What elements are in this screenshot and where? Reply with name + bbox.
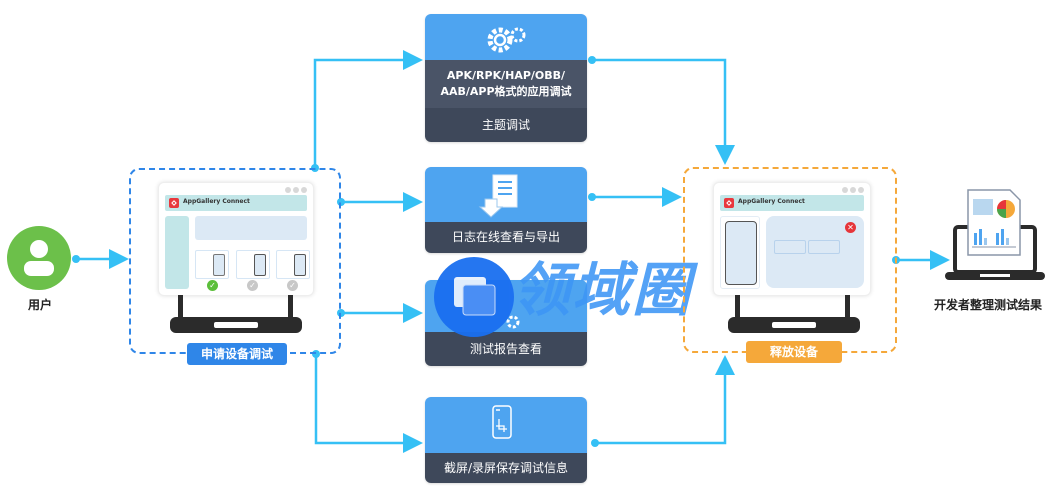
- phone-crop-icon: [492, 405, 512, 439]
- check-selected-icon: ✓: [207, 280, 218, 291]
- app-name: AppGallery Connect: [738, 198, 805, 205]
- app-header: AppGallery Connect: [720, 195, 864, 211]
- laptop-report-icon: [945, 189, 1045, 280]
- device-card[interactable]: [236, 250, 270, 279]
- check-icon: ✓: [287, 280, 298, 291]
- check-icon: ✓: [247, 280, 258, 291]
- connector-dot: [591, 439, 599, 447]
- connector-dot: [588, 193, 596, 201]
- watermark-text: 领域圈: [512, 256, 693, 324]
- monitor-stand: [845, 295, 850, 317]
- report-gear-icon: [506, 315, 520, 329]
- monitor-stand: [735, 295, 740, 317]
- apply-device-screen: AppGallery Connect ✓ ✓ ✓: [158, 182, 314, 296]
- banner-panel: [195, 216, 307, 240]
- appgallery-logo-icon: [724, 198, 734, 208]
- connector-dot: [72, 255, 80, 263]
- monitor-stand: [288, 295, 293, 317]
- feature-line: APK/RPK/HAP/OBB/: [446, 69, 566, 82]
- device-card[interactable]: [195, 250, 229, 279]
- connector-dot: [588, 56, 596, 64]
- connector-apply-to-screenshot: [314, 354, 423, 453]
- close-error-icon[interactable]: ✕: [845, 222, 856, 233]
- windows-icon: [454, 277, 496, 316]
- feature-label: 截屏/录屏保存调试信息: [425, 453, 587, 483]
- user-icon: [24, 240, 54, 276]
- window-controls: [842, 187, 864, 193]
- app-name: AppGallery Connect: [183, 198, 250, 205]
- result-label: 开发者整理测试结果: [934, 298, 1043, 312]
- feature-label: 测试报告查看: [425, 332, 587, 366]
- app-header: AppGallery Connect: [165, 195, 307, 211]
- apply-device-tag[interactable]: 申请设备调试: [187, 343, 287, 365]
- user-label: 用户: [27, 298, 52, 312]
- gears-icon: [487, 27, 526, 53]
- watermark-logo: [434, 257, 514, 337]
- release-device-screen: AppGallery Connect ✕: [713, 182, 871, 296]
- monitor-stand: [178, 295, 183, 317]
- device-card[interactable]: [276, 250, 310, 279]
- monitor-base: [170, 317, 302, 333]
- feature-app-debug[interactable]: APK/RPK/HAP/OBB/ AAB/APP格式的应用调试 主题调试: [425, 14, 587, 142]
- monitor-base: [728, 317, 860, 333]
- release-device-tag[interactable]: 释放设备: [746, 341, 842, 363]
- device-panel: ✕: [766, 216, 864, 288]
- feature-label: 日志在线查看与导出: [425, 222, 587, 253]
- connector-screenshot-to-release: [595, 355, 735, 445]
- device-preview: [720, 216, 760, 289]
- user-avatar: [7, 226, 71, 290]
- sidebar-panel: [165, 216, 189, 289]
- connector-apply-to-app-debug: [313, 50, 423, 168]
- connector-app-debug-to-release: [592, 58, 735, 165]
- feature-screenshot[interactable]: 截屏/录屏保存调试信息: [425, 397, 587, 483]
- appgallery-logo-icon: [169, 198, 179, 208]
- feature-log-view[interactable]: 日志在线查看与导出: [425, 167, 587, 253]
- window-controls: [285, 187, 307, 193]
- feature-line: AAB/APP格式的应用调试: [440, 85, 572, 98]
- document-download-icon: [478, 174, 518, 218]
- feature-sub-label: 主题调试: [425, 108, 587, 142]
